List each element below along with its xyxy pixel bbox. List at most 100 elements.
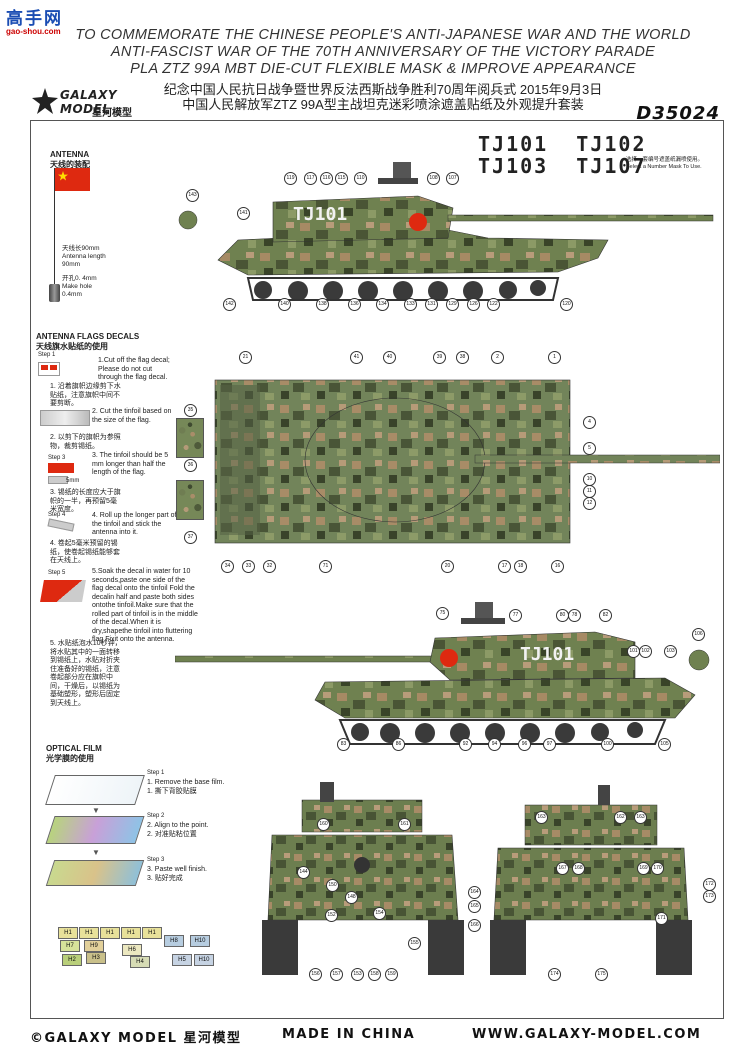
callout-21: 21 — [239, 351, 252, 364]
antenna-length-note: 天线长90mm Antenna length 90mm — [62, 245, 106, 269]
callout-160: 160 — [317, 818, 330, 831]
tank-side-view-1: TJ101 — [178, 160, 718, 310]
antenna-title-en: ANTENNA — [50, 150, 90, 159]
callout-153: 153 — [351, 968, 364, 981]
callout-75: 75 — [436, 607, 449, 620]
callout-136: 136 — [348, 298, 361, 311]
tank-front-view — [262, 780, 464, 980]
flag-fold-step5 — [40, 580, 86, 602]
callout-100: 100 — [601, 738, 614, 751]
optical-s2-zh: 2. 对准贴粘位置 — [147, 831, 197, 838]
tank-top-view — [175, 375, 721, 545]
callout-32: 32 — [263, 560, 276, 573]
antenna-hole-note: 开孔0. 4mm Make hole 0.4mm — [62, 275, 97, 299]
optical-s3-zh: 3. 贴好完成 — [147, 875, 183, 882]
swatch-H10-b: H10 — [194, 954, 214, 966]
callout-120: 120 — [560, 298, 573, 311]
optical-s2-en: 2. Align to the point. — [147, 822, 209, 829]
number-note-en: Select a Number Mask To Use. — [626, 164, 702, 170]
swatch-H5: H5 — [172, 954, 192, 966]
callout-156: 156 — [309, 968, 322, 981]
tank-rear-view — [490, 780, 692, 980]
flags-title-zh: 天线旗水贴纸的使用 — [36, 342, 108, 351]
antenna-hole-zh: 开孔0. 4mm — [62, 275, 97, 282]
callout-170: 170 — [651, 862, 664, 875]
tinfoil-step2 — [40, 410, 90, 426]
swatch-H1-e: H1 — [142, 927, 162, 939]
swatch-H4: H4 — [130, 956, 150, 968]
swatch-H10-a: H10 — [190, 935, 210, 947]
callout-86: 86 — [392, 738, 405, 751]
callout-37: 37 — [184, 531, 197, 544]
callout-163-a: 163 — [535, 811, 548, 824]
swatch-H9: H9 — [84, 940, 104, 952]
flag-decal-step1 — [38, 362, 60, 376]
callout-92: 92 — [459, 738, 472, 751]
callout-133: 133 — [404, 298, 417, 311]
callout-101: 101 — [627, 645, 640, 658]
callout-16: 16 — [551, 560, 564, 573]
callout-164: 164 — [468, 886, 481, 899]
callout-167: 167 — [556, 862, 569, 875]
callout-158: 158 — [368, 968, 381, 981]
callout-154: 154 — [373, 907, 386, 920]
flags-step1-en: 1.Cut off the flag decal; Please do not … — [98, 357, 170, 381]
callout-78: 78 — [568, 609, 581, 622]
callout-36: 36 — [184, 459, 197, 472]
number-row-2: TJ103 TJ107 — [478, 154, 647, 178]
antenna-title-zh: 天线的装配 — [50, 160, 90, 169]
brand-logo: GALAXY MODEL 星河模型 — [32, 80, 172, 120]
callout-1: 1 — [548, 351, 561, 364]
header-zh-1: 纪念中国人民抗日战争暨世界反法西斯战争胜利70周年阅兵式 2015年9月3日 — [163, 82, 603, 97]
footer-website: WWW.GALAXY-MODEL.COM — [472, 1027, 702, 1042]
callout-83: 83 — [337, 738, 350, 751]
flags-step4-zh: 4. 卷起5毫米预留的锡纸，使卷起锡纸能够套在天线上。 — [50, 540, 120, 564]
antenna-hole-en1: Make hole — [62, 283, 92, 290]
callout-18: 18 — [514, 560, 527, 573]
hull-number-side-1: TJ101 — [293, 204, 347, 225]
swatch-H2: H2 — [62, 954, 82, 966]
callout-35: 35 — [184, 404, 197, 417]
optical-title-en: OPTICAL FILM — [46, 744, 102, 753]
callout-71: 71 — [319, 560, 332, 573]
header-zh-2: 中国人民解放军ZTZ 99A型主战坦克迷彩喷涂遮盖贴纸及外观提升套装 — [182, 97, 584, 112]
callout-122: 122 — [487, 298, 500, 311]
callout-162: 162 — [614, 811, 627, 824]
callout-161: 161 — [398, 818, 411, 831]
swatch-H1-c: H1 — [100, 927, 120, 939]
callout-155: 155 — [408, 937, 421, 950]
callout-163-b: 163 — [634, 811, 647, 824]
flags-step4-label: Step 4 — [48, 512, 66, 518]
footer-made-in: MADE IN CHINA — [282, 1027, 416, 1042]
swatch-H1-a: H1 — [58, 927, 78, 939]
antenna-length-zh: 天线长90mm — [62, 245, 100, 252]
optical-s3-en: 3. Paste well finish. — [147, 866, 207, 873]
swatch-H7: H7 — [60, 940, 80, 952]
optical-s1-label: Step 1 — [147, 770, 165, 776]
flags-title-en: ANTENNA FLAGS DECALS — [36, 332, 140, 341]
flags-step2-en: 2. Cut the tinfoil based on the size of … — [92, 408, 172, 424]
callout-105: 105 — [658, 738, 671, 751]
flags-step5-zh: 5. 水贴纸泡水10秒钟，将水贴其中的一面转移到锡纸上，水贴对折夹住准备好的锡纸… — [50, 640, 122, 707]
optical-s2-label: Step 2 — [147, 813, 165, 819]
tank-front-drawing — [262, 782, 464, 975]
callout-97: 97 — [543, 738, 556, 751]
callout-168: 168 — [572, 862, 585, 875]
tank-top-drawing — [175, 379, 721, 544]
optical-film-step3 — [45, 860, 145, 886]
callout-12: 12 — [583, 497, 596, 510]
fuel-drum-top — [176, 418, 204, 458]
callout-102: 102 — [639, 645, 652, 658]
callout-115: 115 — [335, 172, 348, 185]
callout-166: 166 — [468, 919, 481, 932]
flag-decal-step3 — [48, 463, 74, 473]
flags-step3-en: 3. The tinfoil should be 5 mm longer tha… — [92, 452, 169, 476]
flags-step1-zh: 1. 沿着旗帜边缘剪下水贴纸，注意旗帜中间不要剪断。 — [50, 383, 121, 407]
callout-94: 94 — [488, 738, 501, 751]
optical-s1-en: 1. Remove the base film. — [147, 779, 225, 786]
optical-s3-label: Step 3 — [147, 857, 165, 863]
optical-s1-zh: 1. 撕下背胶贴膜 — [147, 788, 197, 795]
optical-film-step2 — [45, 816, 145, 844]
callout-82: 82 — [599, 609, 612, 622]
callout-143: 143 — [186, 189, 199, 202]
